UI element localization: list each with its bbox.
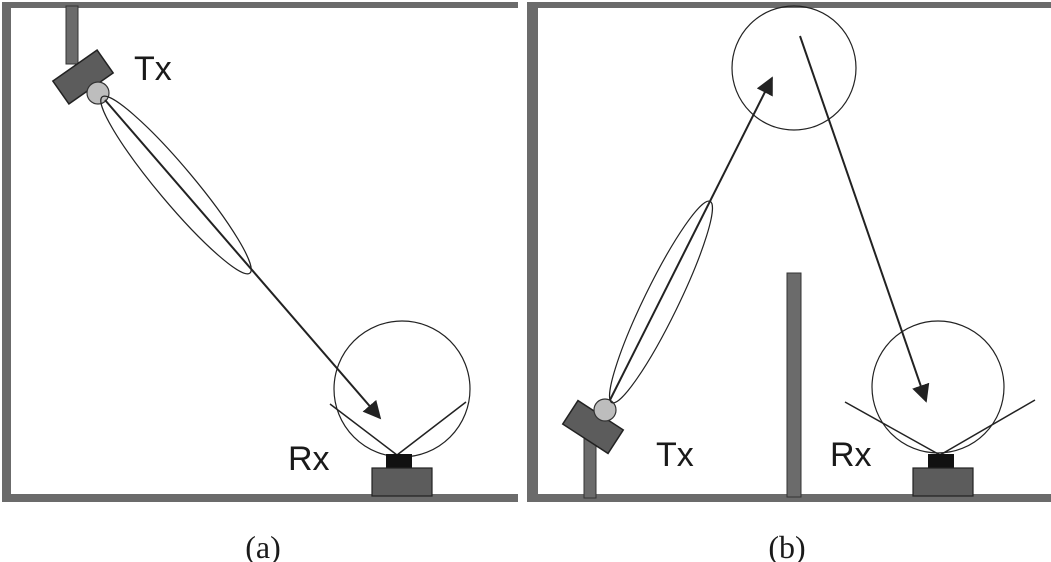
rx-b-base xyxy=(912,467,974,497)
panel-b: Tx Rx xyxy=(527,2,1051,502)
tx-b-beam-lobe xyxy=(608,200,714,404)
tx-b-label: Tx xyxy=(656,436,694,474)
tx-a-mount-pole xyxy=(65,5,79,65)
tx-b-led xyxy=(593,398,617,422)
panel-b-caption: (b) xyxy=(768,529,805,562)
tx-a-led xyxy=(86,81,110,105)
tx-b-stand-pole xyxy=(583,437,597,499)
room-a-left-wall xyxy=(2,4,11,500)
rx-b-label: Rx xyxy=(830,436,872,474)
obstacle-partition xyxy=(786,272,802,498)
tx-a-label: Tx xyxy=(134,50,172,88)
panel-a-caption: (a) xyxy=(245,529,281,562)
room-a-ceiling xyxy=(2,2,518,8)
rx-a-label: Rx xyxy=(288,440,330,478)
tx-a-beam-lobe xyxy=(100,95,252,275)
room-b-left-wall xyxy=(527,4,538,500)
tx-a-beam-arrow xyxy=(104,99,382,420)
tx-b-beam-arrow xyxy=(609,76,773,401)
rx-a-detector xyxy=(386,454,412,468)
rx-b-concentrator xyxy=(844,399,1036,456)
rx-b-fov-circle xyxy=(871,320,1005,454)
rx-a-base xyxy=(371,467,433,497)
room-b-floor xyxy=(527,494,1051,502)
room-a-floor xyxy=(2,494,518,502)
reflected-beam-arrow xyxy=(799,35,930,403)
ceiling-reflection-spot xyxy=(731,5,857,131)
panel-a: Tx Rx xyxy=(2,2,518,502)
rx-b-detector xyxy=(928,454,954,468)
rx-a-concentrator xyxy=(329,401,467,456)
room-b-ceiling xyxy=(527,2,1051,8)
